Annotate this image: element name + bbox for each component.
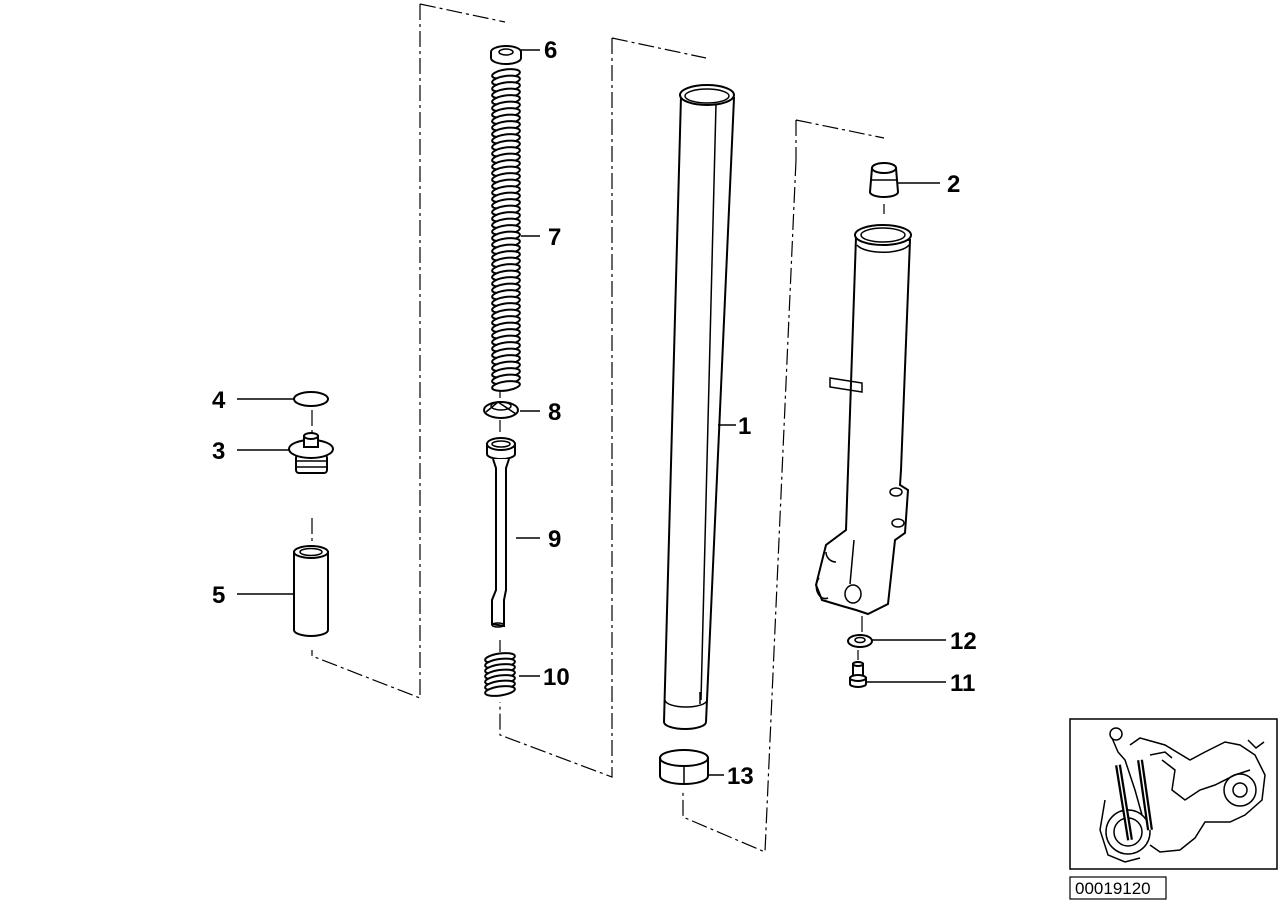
motorcycle-thumbnail [1069, 718, 1278, 870]
part-short-spring [484, 652, 516, 697]
part-cap-bushing [868, 162, 900, 198]
callout-2: 2 [947, 171, 960, 198]
part-screw [849, 661, 867, 688]
callout-12: 12 [950, 628, 977, 655]
part-fork-spring [491, 68, 521, 392]
part-sealing-ring [847, 634, 873, 648]
part-bushing [659, 749, 709, 785]
assembly-lines [311, 3, 885, 853]
part-slider-tube [814, 224, 912, 616]
part-screw-plug [288, 432, 334, 474]
callout-7: 7 [548, 224, 561, 251]
callout-10: 10 [543, 664, 570, 691]
part-sleeve [293, 545, 329, 637]
callout-5: 5 [212, 582, 225, 609]
callout-11: 11 [950, 670, 975, 697]
reference-number: 00019120 [1069, 876, 1167, 900]
callout-1: 1 [738, 413, 751, 440]
callout-6: 6 [544, 37, 557, 64]
callout-3: 3 [212, 438, 225, 465]
part-o-ring [293, 391, 329, 407]
part-damper-rod [486, 437, 516, 628]
part-washer [490, 45, 522, 65]
callout-labels: 6 7 8 9 10 1 2 12 11 13 4 3 5 [212, 37, 977, 790]
reference-number-text: 00019120 [1075, 879, 1151, 898]
leader-lines [237, 49, 946, 776]
callout-13: 13 [727, 763, 754, 790]
part-fork-tube [662, 84, 736, 730]
spring-coil [491, 380, 521, 392]
callout-8: 8 [548, 399, 561, 426]
part-retainer [483, 401, 519, 419]
callout-4: 4 [212, 387, 226, 414]
callout-9: 9 [548, 526, 561, 553]
short-spring-coil [484, 685, 516, 697]
